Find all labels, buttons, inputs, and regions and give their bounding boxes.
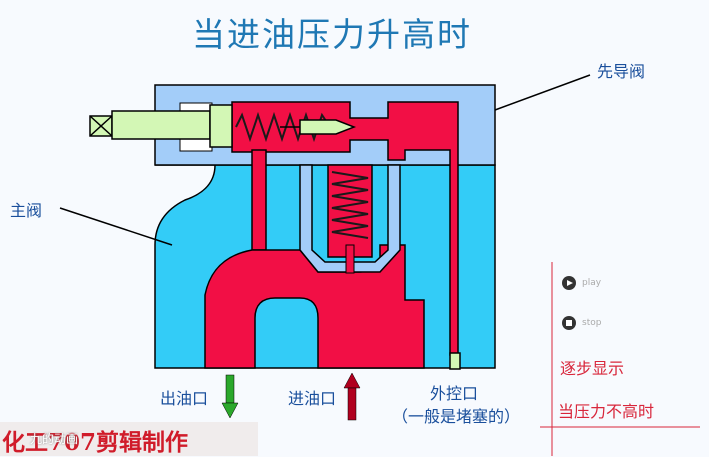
watermark-bar	[0, 422, 258, 456]
adjust-handle-cross2	[89, 115, 113, 137]
page-title: 当进油压力升高时	[192, 15, 472, 54]
watermark-logo: 九的动画	[30, 432, 79, 446]
main-oil-chamber	[204, 244, 425, 369]
main-valve-leader	[59, 207, 173, 246]
watermark-text: 化工707剪辑制作	[2, 429, 189, 456]
stop-label[interactable]: stop	[582, 318, 602, 328]
pilot-spring	[235, 111, 331, 143]
stop-button[interactable]	[562, 316, 576, 330]
step-show-link[interactable]: 逐步显示	[560, 359, 625, 378]
main-spool	[299, 164, 401, 273]
oil-in-label: 进油口	[288, 389, 337, 408]
adjust-screw-end	[209, 104, 233, 148]
external-port-plug	[449, 352, 461, 370]
main-valve-label: 主阀	[10, 201, 43, 220]
pilot-poppet	[299, 119, 357, 135]
pilot-orifice-dot	[394, 152, 400, 158]
external-port-note: （一般是堵塞的）	[392, 407, 521, 426]
oil-out-arrow	[221, 374, 239, 419]
oil-out-label: 出油口	[160, 389, 209, 408]
adjust-screw	[111, 110, 211, 140]
pressure-not-high-link[interactable]: 当压力不高时	[558, 402, 655, 421]
external-port-label: 外控口	[430, 384, 479, 403]
pilot-valve-label: 先导阀	[597, 62, 646, 81]
play-label[interactable]: play	[582, 278, 602, 288]
pilot-passage	[251, 149, 267, 251]
pilot-valve-leader	[494, 74, 591, 111]
main-spring	[331, 171, 369, 239]
play-button[interactable]	[562, 276, 576, 290]
oil-in-arrow	[343, 372, 361, 421]
damping-orifice	[345, 244, 355, 274]
